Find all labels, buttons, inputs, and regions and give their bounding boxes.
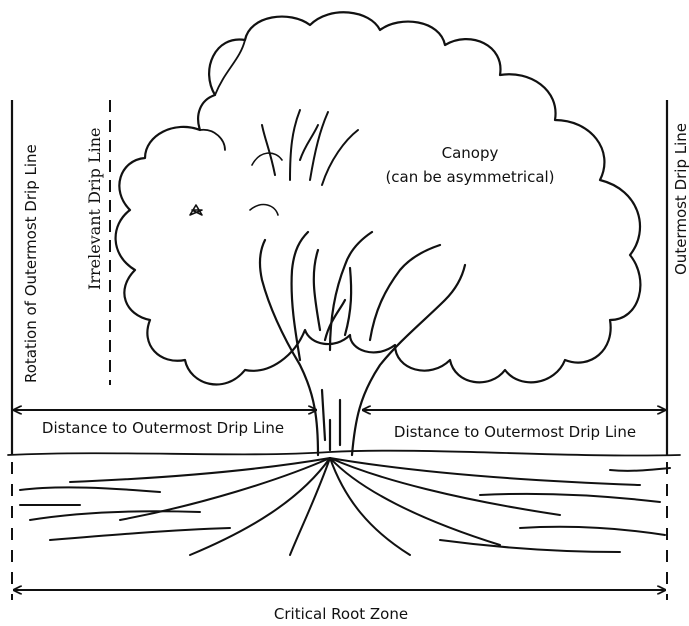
canopy-note: (can be asymmetrical) xyxy=(385,168,554,186)
irrelevant-vertical-label: Irrelevant Drip Line xyxy=(85,127,104,290)
root-zone-label: Critical Root Zone xyxy=(274,605,408,623)
ground-line xyxy=(8,451,680,456)
trunk xyxy=(260,232,465,455)
right-vertical-label: Outermost Drip Line xyxy=(672,123,689,275)
left-vertical-label: Rotation of Outermost Drip Line xyxy=(22,144,40,383)
left-distance-label: Distance to Outermost Drip Line xyxy=(42,419,284,437)
right-distance-label: Distance to Outermost Drip Line xyxy=(394,423,636,441)
canopy-outline xyxy=(116,12,641,384)
roots xyxy=(20,458,670,555)
upper-branches xyxy=(262,110,358,185)
canopy-title: Canopy xyxy=(442,144,499,162)
